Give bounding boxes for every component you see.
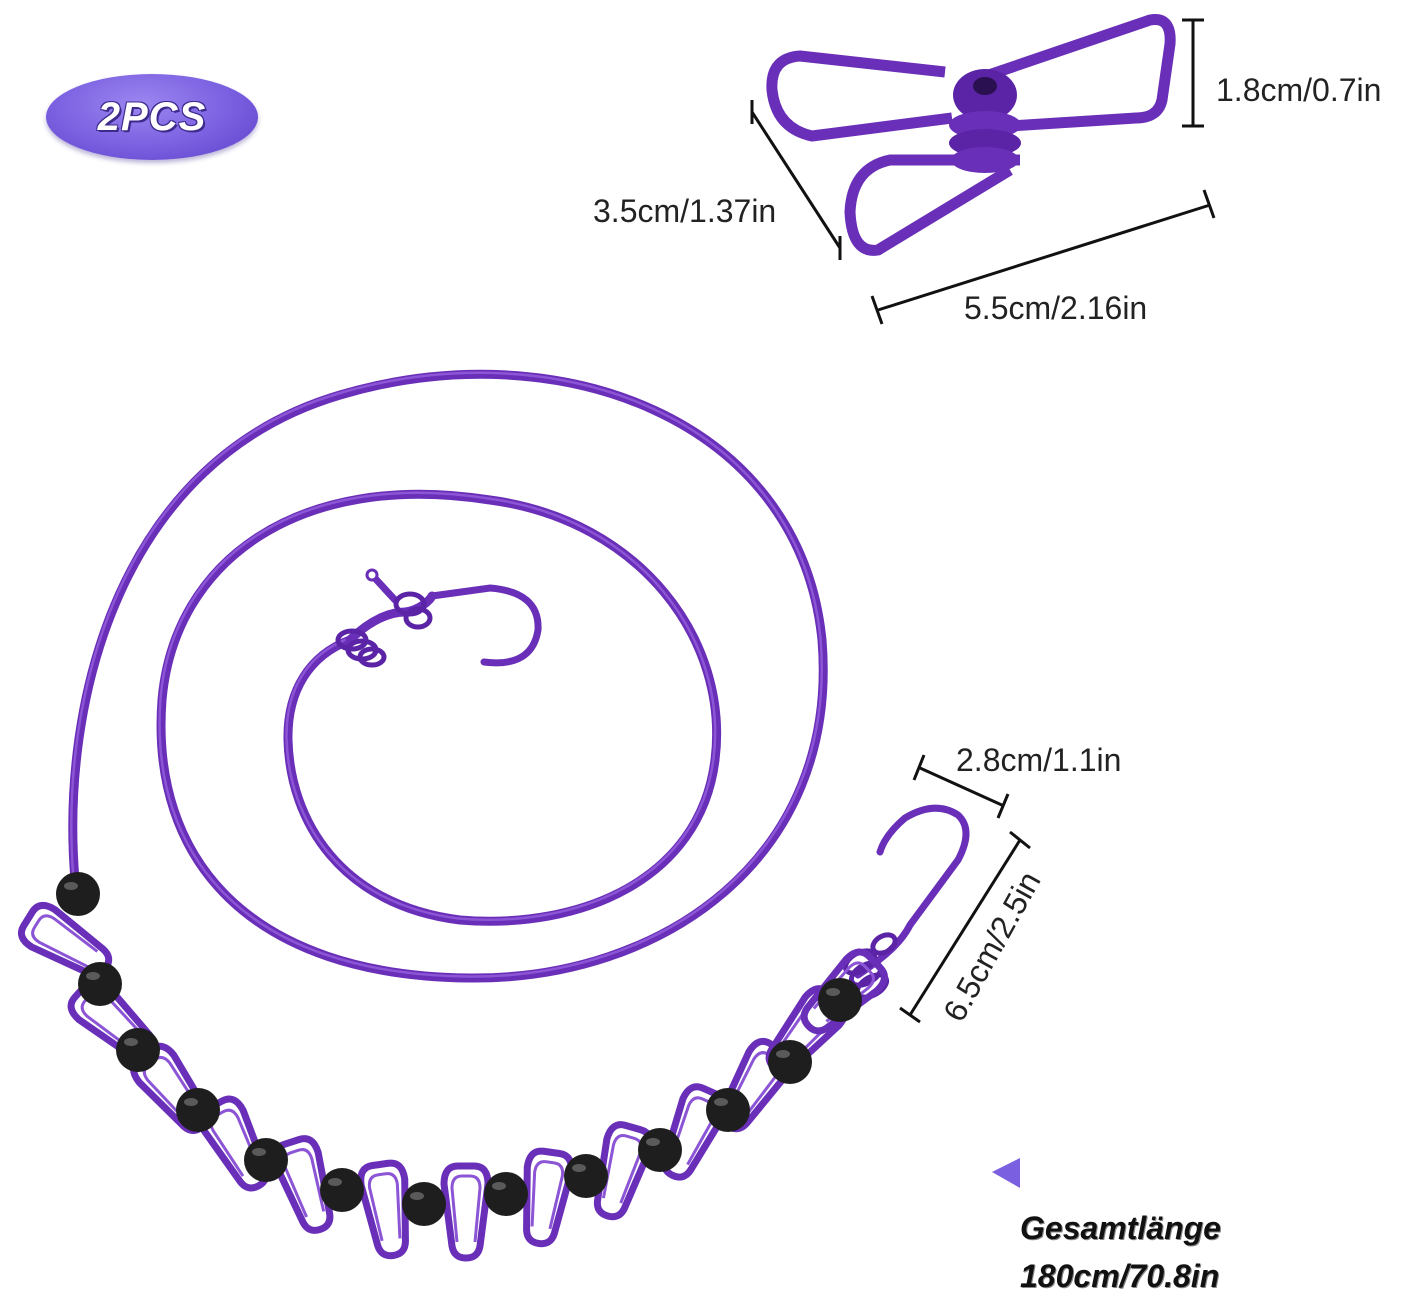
triangle-left-icon: [992, 1158, 1020, 1188]
rope: [68, 369, 828, 983]
stopper-bead: [116, 1028, 160, 1072]
stopper-bead: [78, 962, 122, 1006]
stopper-bead: [818, 978, 862, 1022]
stopper-bead: [244, 1138, 288, 1182]
stopper-bead: [706, 1088, 750, 1132]
total-length-label: Gesamtlänge: [1020, 1210, 1221, 1246]
clip-length-dimension-line: [870, 189, 1216, 325]
stopper-bead: [402, 1182, 446, 1226]
clip-height-label: 1.8cm/0.7in: [1216, 72, 1382, 108]
clip-width-dimension-line: [750, 100, 842, 260]
clip-length-label: 5.5cm/2.16in: [964, 290, 1148, 326]
stopper-bead: [768, 1040, 812, 1084]
inner-hook: [428, 584, 542, 667]
stopper-bead: [638, 1128, 682, 1172]
clip-closeup: [766, 14, 1176, 256]
total-length-value: 180cm/70.8in: [1020, 1258, 1220, 1294]
stopper-bead: [320, 1168, 364, 1212]
clip-height-dimension-line: [1182, 18, 1204, 128]
stopper-bead: [56, 872, 100, 916]
hook-height-dimension-line: [899, 830, 1031, 1024]
total-length-caption: Gesamtlänge 180cm/70.8in: [1020, 1204, 1221, 1300]
end-hook: [842, 804, 970, 1000]
quantity-badge: 2PCS: [46, 74, 258, 160]
hook-width-dimension-line: [912, 754, 1010, 819]
hook-width-label: 2.8cm/1.1in: [956, 742, 1122, 778]
clip-chain: [16, 872, 890, 1259]
stopper-bead: [564, 1154, 608, 1198]
stopper-bead: [176, 1088, 220, 1132]
badge-label: 2PCS: [97, 94, 207, 139]
clip-width-label: 3.5cm/1.37in: [593, 193, 777, 229]
stopper-bead: [484, 1172, 528, 1216]
clothespin-clip: [444, 1166, 488, 1258]
